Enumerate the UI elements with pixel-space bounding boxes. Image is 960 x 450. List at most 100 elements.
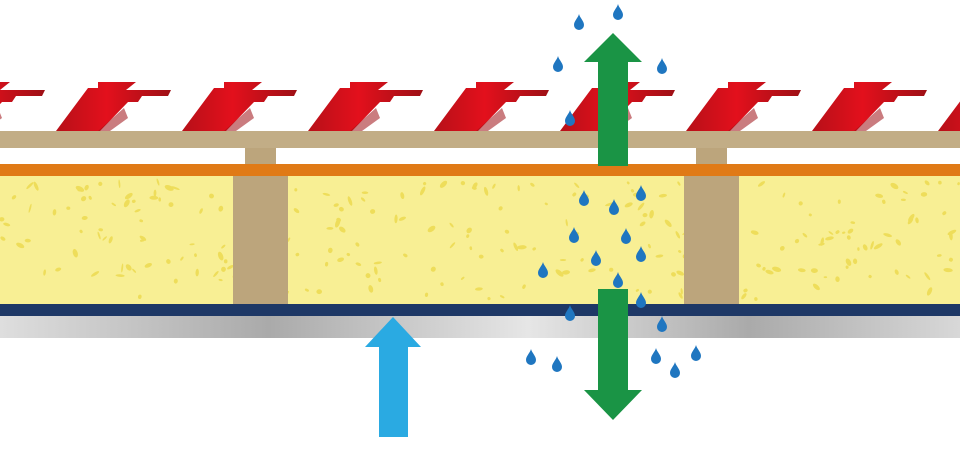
insulation-fibre [333, 203, 339, 207]
insulation-fibre [472, 182, 478, 189]
insulation-fibre [338, 206, 344, 212]
insulation-fibre [868, 274, 872, 279]
insulation-fibre [936, 254, 942, 257]
insulation-fibre [304, 288, 309, 292]
insulation-fibre [750, 230, 759, 235]
insulation-layer [0, 175, 960, 305]
insulation-fibre [837, 199, 841, 204]
insulation-fibre [588, 268, 596, 273]
insulation-fibre [743, 288, 748, 293]
insulation-fibre [626, 181, 630, 185]
insulation-fibre [81, 215, 88, 221]
insulation-fibre [757, 181, 766, 187]
insulation-fibre [782, 192, 786, 198]
roof-batten [0, 131, 960, 148]
roof-tile-shadow [0, 113, 2, 120]
insulation-fibre [530, 182, 535, 187]
roof-tile [784, 82, 927, 131]
insulation-fibre [756, 263, 761, 268]
insulation-fibre [221, 266, 226, 272]
insulation-fibre [449, 222, 454, 228]
insulation-fibre [424, 292, 429, 297]
insulation-fibre [947, 229, 957, 236]
roof-tile-shadow [98, 108, 128, 131]
insulation-fibre [139, 219, 144, 223]
insulation-fibre [137, 294, 142, 299]
insulation-fibre [370, 209, 376, 214]
water-droplet-icon [574, 14, 584, 30]
insulation-fibre [810, 268, 818, 274]
insulation-fibre [144, 263, 152, 268]
insulation-fibre [84, 184, 89, 191]
insulation-fibre [772, 266, 782, 272]
insulation-fibre [158, 197, 162, 202]
water-droplet-icon [553, 56, 563, 72]
insulation-fibre [513, 242, 519, 251]
insulation-fibre [327, 247, 333, 254]
insulation-fibre [108, 236, 113, 244]
insulation-fibre [649, 209, 654, 219]
insulation-fibre [378, 277, 382, 283]
insulation-fibre [347, 196, 353, 206]
insulation-fibre [948, 257, 953, 262]
insulation-fibre [28, 203, 32, 213]
insulation-fibre [842, 231, 846, 234]
insulation-fibre [642, 212, 648, 218]
insulation-fibre [498, 206, 503, 211]
water-droplet-icon [657, 58, 667, 74]
insulation-fibre [675, 231, 681, 239]
insulation-fibre [295, 252, 300, 257]
insulation-fibre [655, 254, 664, 258]
insulation-fibre [66, 206, 71, 210]
insulation-fibre [905, 274, 911, 279]
insulation-fibre [808, 213, 812, 217]
insulation-fibre [221, 244, 226, 249]
insulation-fibre [894, 269, 899, 275]
insulation-fibre [134, 208, 141, 213]
insulation-fibre [875, 193, 884, 198]
water-droplet-icon [591, 250, 601, 266]
insulation-fibre [132, 268, 137, 273]
insulation-fibre [368, 285, 374, 293]
water-droplet-icon [657, 316, 667, 332]
insulation-fibre [823, 276, 828, 279]
insulation-fibre [88, 195, 92, 200]
insulation-fibre [171, 186, 180, 190]
rafter-left [233, 175, 288, 305]
insulation-fibre [562, 270, 570, 275]
insulation-fibre [938, 180, 942, 185]
insulation-fibre [125, 264, 132, 271]
insulation-fibre [828, 231, 834, 235]
roof-tile-shadow [224, 108, 254, 131]
insulation-fibre [72, 248, 78, 258]
insulation-fibre [346, 252, 351, 257]
insulation-fibre [52, 209, 57, 216]
insulation-fibre [942, 211, 947, 216]
insulation-fibre [797, 268, 806, 273]
insulation-fibre [223, 259, 228, 264]
insulation-fibre [926, 287, 933, 296]
insulation-fibre [79, 229, 83, 234]
water-droplet-icon [651, 348, 661, 364]
water-droplet-icon [569, 227, 579, 243]
insulation-fibre [517, 245, 527, 250]
insulation-fibre [339, 226, 346, 233]
insulation-fibre [373, 266, 378, 275]
insulation-fibre [915, 217, 919, 224]
insulation-fibre [403, 253, 408, 258]
roof-tile [154, 82, 297, 131]
insulation-fibre [218, 205, 224, 212]
water-droplet-icon [609, 199, 619, 215]
insulation-fibre [647, 289, 652, 294]
insulation-fibre [199, 208, 203, 214]
insulation-fibre [460, 276, 465, 280]
water-droplet-icon [635, 185, 646, 202]
insulation-fibre [365, 273, 371, 279]
insulation-fibre [565, 219, 568, 227]
insulation-fibre [862, 244, 868, 251]
insulation-fibre [639, 221, 646, 227]
vapour-diffusion-arrow-icon [584, 289, 642, 420]
insulation-fibre [924, 272, 931, 281]
insulation-fibre [361, 191, 369, 195]
insulation-fibre [883, 233, 892, 238]
